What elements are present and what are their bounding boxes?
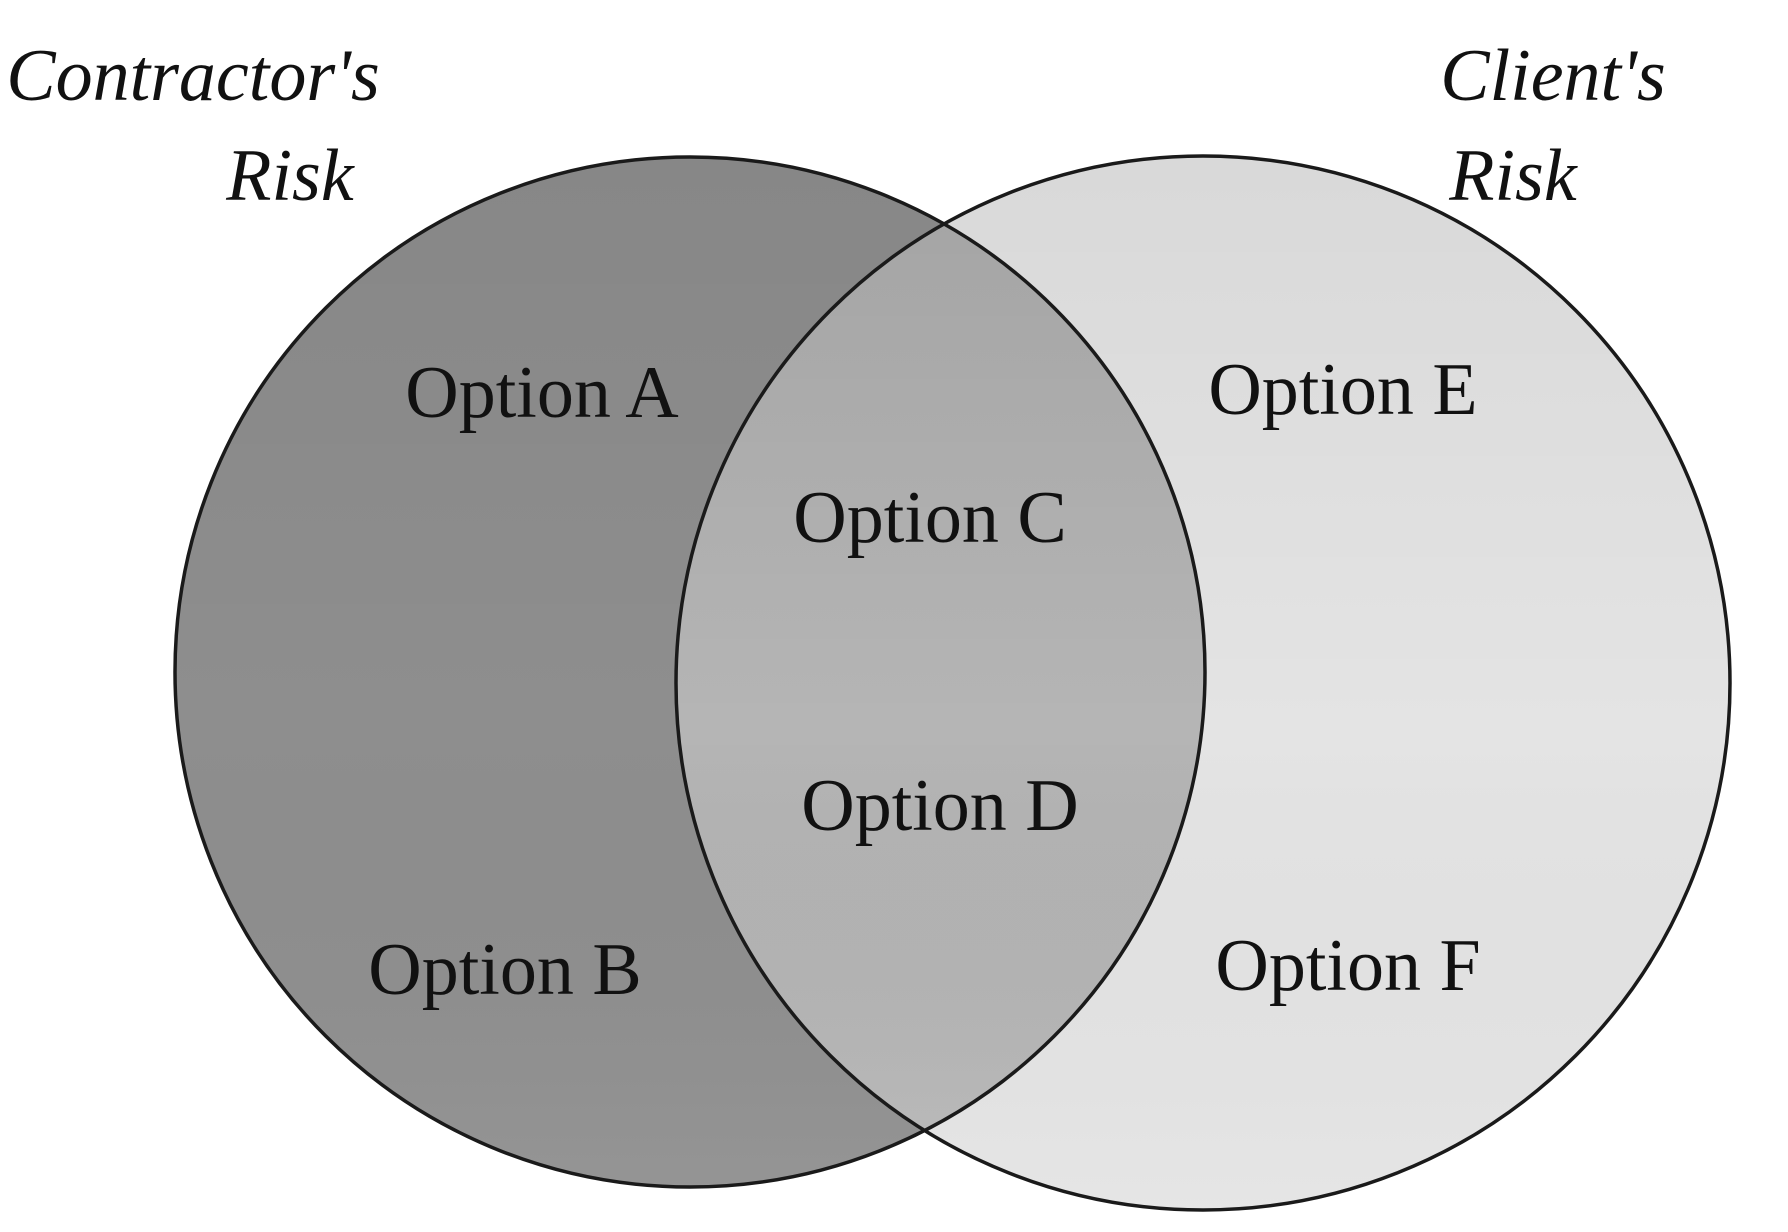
region-label-option-f: Option F	[1215, 925, 1480, 1007]
region-label-option-a: Option A	[405, 352, 678, 434]
clients-risk-label-line1: Client's	[1440, 35, 1666, 117]
contractors-risk-label-line2: Risk	[225, 135, 355, 217]
contractors-risk-label-line1: Contractor's	[6, 35, 380, 117]
region-label-option-e: Option E	[1208, 349, 1477, 431]
region-label-option-c: Option C	[793, 477, 1066, 559]
clients-risk-circle-outline	[674, 154, 1732, 1212]
right-circle-shading	[676, 156, 1730, 1210]
region-label-option-d: Option D	[801, 765, 1079, 847]
clients-risk-label-line2: Risk	[1448, 135, 1578, 217]
contractors-risk-circle-outline	[173, 155, 1207, 1189]
region-label-option-b: Option B	[368, 929, 641, 1011]
